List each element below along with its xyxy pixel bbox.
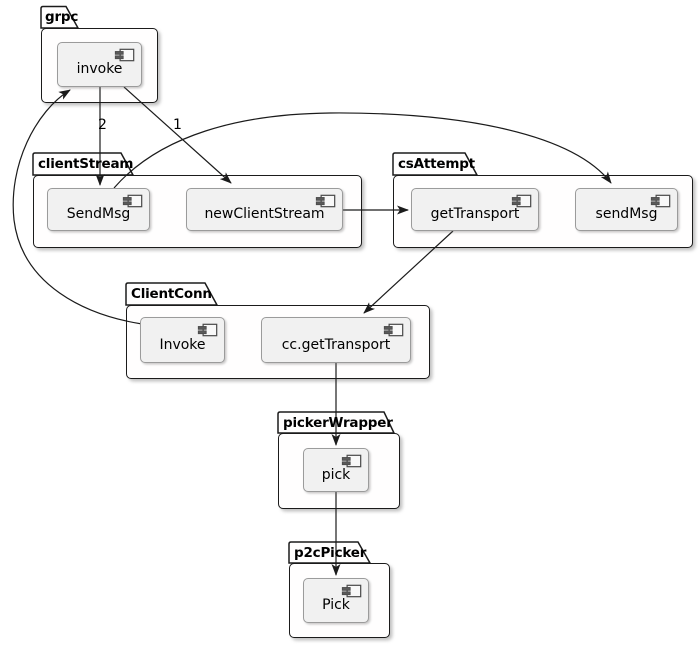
component-sendmsg-clientstream: SendMsg (47, 188, 150, 231)
package-label-pickerwrapper: pickerWrapper (283, 415, 393, 431)
component-label: newClientStream (204, 206, 325, 222)
package-tab-grpc (40, 5, 80, 29)
component-label: invoke (76, 61, 123, 77)
edge-gettransport-to-cc-gettransport (363, 230, 454, 314)
package-label-grpc: grpc (45, 9, 79, 25)
component-icon (315, 194, 336, 208)
package-tab-clientconn (125, 282, 219, 306)
component-newclientstream: newClientStream (186, 188, 343, 231)
component-icon (341, 584, 362, 598)
package-tab-csattempt (392, 152, 479, 176)
component-label: SendMsg (66, 206, 131, 222)
component-icon (650, 194, 671, 208)
package-label-clientstream: clientStream (38, 156, 134, 172)
component-cc-gettransport: cc.getTransport (261, 317, 411, 363)
component-sendmsg-csattempt: sendMsg (575, 188, 678, 231)
component-pick-p2cpicker: Pick (303, 578, 369, 623)
package-label-p2cpicker: p2cPicker (294, 545, 367, 561)
component-label: sendMsg (595, 206, 658, 222)
component-icon (197, 323, 218, 337)
component-label: Pick (322, 597, 350, 613)
component-invoke: invoke (57, 42, 142, 87)
component-gettransport: getTransport (411, 188, 539, 231)
component-invoke-clientconn: Invoke (140, 317, 225, 363)
package-label-csattempt: csAttempt (398, 156, 475, 172)
package-label-clientconn: ClientConn (131, 286, 212, 302)
edge-invoke-to-newclientstream (123, 86, 232, 184)
edge-sendmsg-to-csattempt-sendmsg (113, 112, 612, 189)
component-icon (122, 194, 143, 208)
edge-label-2: 2 (98, 117, 107, 133)
component-label: pick (321, 466, 351, 483)
component-icon (114, 48, 135, 62)
component-icon (383, 323, 404, 337)
edge-label-1: 1 (173, 117, 182, 133)
component-icon (341, 454, 362, 468)
component-label: getTransport (430, 206, 520, 222)
package-tab-clientstream (32, 152, 135, 176)
component-label: cc.getTransport (281, 336, 391, 353)
component-icon (511, 194, 532, 208)
edge-clientconn-invoke-to-grpc-invoke (12, 89, 143, 325)
component-pick-pickerwrapper: pick (303, 448, 369, 492)
component-label: Invoke (159, 336, 206, 353)
